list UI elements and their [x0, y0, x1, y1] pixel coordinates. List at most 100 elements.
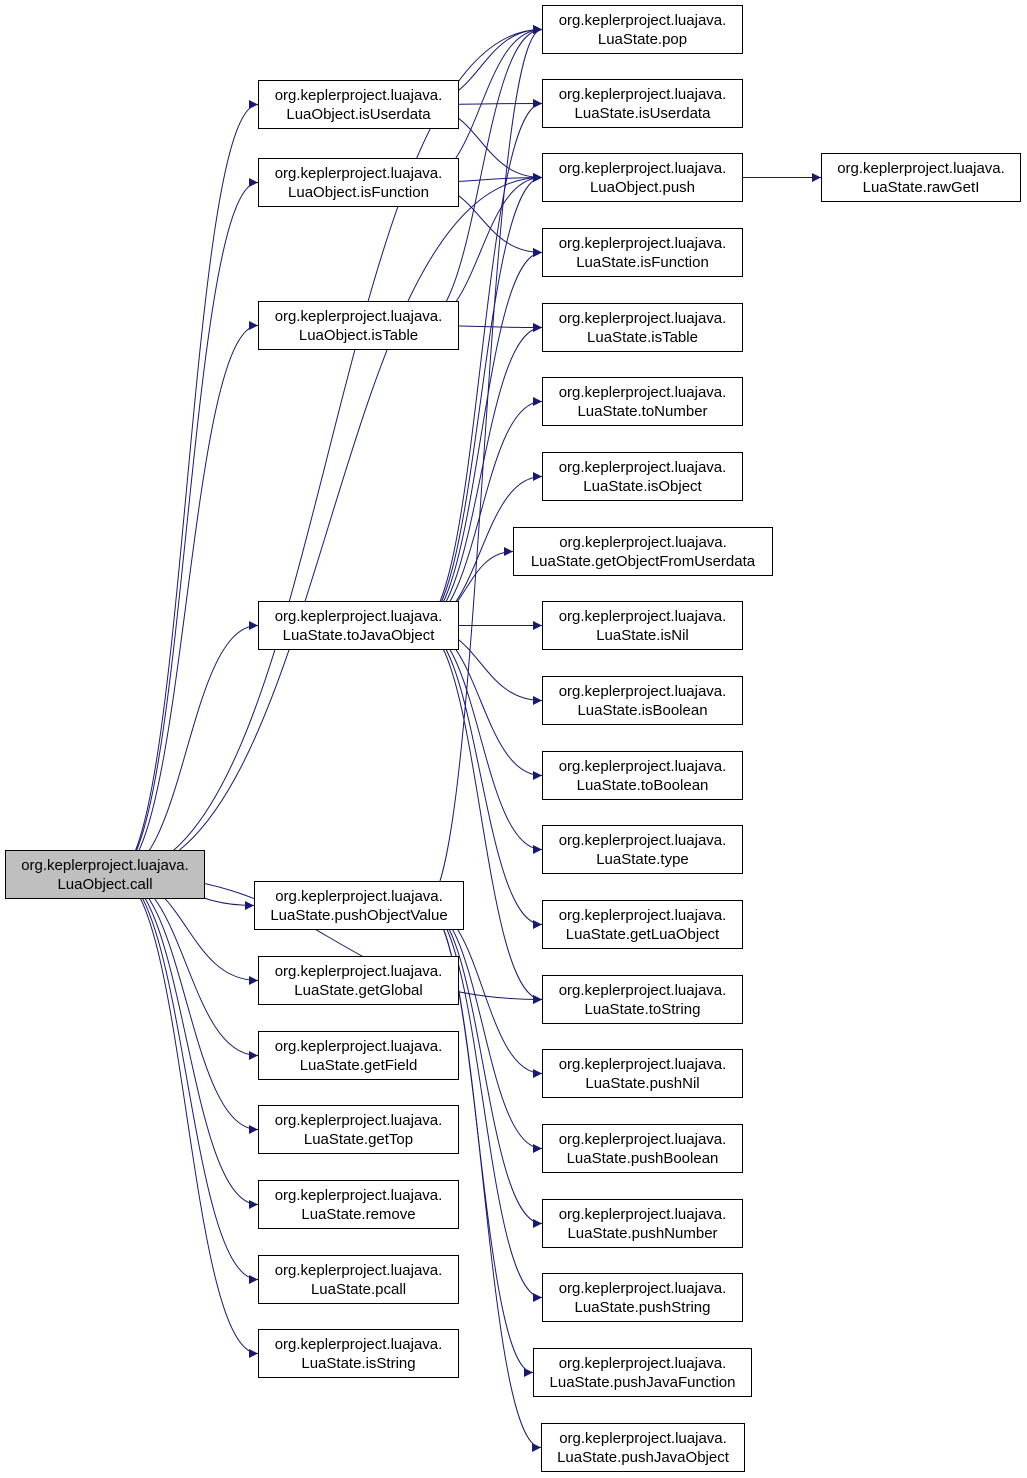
- edge-call-to-isString: [114, 874, 259, 1358]
- node-luastate-rawgeti[interactable]: org.keplerproject.luajava. LuaState.rawG…: [821, 153, 1021, 202]
- edge-call-to-pcall: [114, 874, 259, 1284]
- node-label-method: LuaState.remove: [301, 1205, 416, 1223]
- node-luastate-pushstring[interactable]: org.keplerproject.luajava. LuaState.push…: [542, 1273, 743, 1322]
- node-luastate-pcall[interactable]: org.keplerproject.luajava. LuaState.pcal…: [258, 1255, 459, 1304]
- node-label-package: org.keplerproject.luajava.: [558, 458, 727, 476]
- node-luastate-getluaobject[interactable]: org.keplerproject.luajava. LuaState.getL…: [542, 900, 743, 949]
- node-call[interactable]: org.keplerproject.luajava. LuaObject.cal…: [5, 850, 205, 899]
- node-luastate-getobjectfromuserdata[interactable]: org.keplerproject.luajava. LuaState.getO…: [513, 527, 773, 576]
- node-label-method: LuaState.getTop: [303, 1130, 414, 1148]
- node-label-package: org.keplerproject.luajava.: [558, 11, 727, 29]
- node-label-method: LuaState.isString: [301, 1354, 416, 1372]
- node-luastate-pop[interactable]: org.keplerproject.luajava. LuaState.pop: [542, 5, 743, 54]
- node-luastate-gettop[interactable]: org.keplerproject.luajava. LuaState.getT…: [258, 1105, 459, 1154]
- node-label-method: LuaState.type: [596, 850, 689, 868]
- node-label-method: LuaObject.isFunction: [288, 183, 429, 201]
- node-label-method: LuaObject.push: [589, 178, 696, 196]
- edge-call-to-getTop: [114, 874, 259, 1134]
- node-label-package: org.keplerproject.luajava.: [275, 887, 443, 905]
- node-label-method: LuaState.isObject: [583, 477, 702, 495]
- node-luastate-getfield[interactable]: org.keplerproject.luajava. LuaState.getF…: [258, 1031, 459, 1080]
- node-label-method: LuaState.isFunction: [576, 253, 709, 271]
- node-label-method: LuaState.pushBoolean: [566, 1149, 719, 1167]
- node-luastate-pushobjectvalue[interactable]: org.keplerproject.luajava. LuaState.push…: [254, 881, 464, 930]
- node-luastate-toboolean[interactable]: org.keplerproject.luajava. LuaState.toBo…: [542, 751, 743, 800]
- node-luaobject-isuserdata[interactable]: org.keplerproject.luajava. LuaObject.isU…: [258, 80, 459, 129]
- node-label-package: org.keplerproject.luajava.: [558, 831, 727, 849]
- node-label-method: LuaObject.call: [57, 875, 153, 893]
- node-label-method: LuaState.getObjectFromUserdata: [530, 552, 756, 570]
- node-label-method: LuaObject.isTable: [298, 326, 419, 344]
- node-label-method: LuaState.toString: [584, 1000, 701, 1018]
- node-label-package: org.keplerproject.luajava.: [558, 1205, 727, 1223]
- node-luastate-tostring[interactable]: org.keplerproject.luajava. LuaState.toSt…: [542, 975, 743, 1024]
- node-luastate-isboolean[interactable]: org.keplerproject.luajava. LuaState.isBo…: [542, 676, 743, 725]
- node-label-method: LuaState.rawGetI: [862, 178, 980, 196]
- node-luastate-istable[interactable]: org.keplerproject.luajava. LuaState.isTa…: [542, 303, 743, 352]
- node-label-method: LuaState.isNil: [596, 626, 689, 644]
- node-luastate-pushjavaobject[interactable]: org.keplerproject.luajava. LuaState.push…: [541, 1423, 745, 1472]
- node-luastate-isobject[interactable]: org.keplerproject.luajava. LuaState.isOb…: [542, 452, 743, 501]
- node-label-package: org.keplerproject.luajava.: [837, 159, 1005, 177]
- edge-toJavaObject-to-toNumber: [418, 397, 543, 626]
- node-label-package: org.keplerproject.luajava.: [558, 757, 727, 775]
- node-label-package: org.keplerproject.luajava.: [558, 1130, 727, 1148]
- node-label-method: LuaState.getField: [299, 1056, 418, 1074]
- edge-pushObjectValue-to-pop: [423, 25, 543, 906]
- node-label-package: org.keplerproject.luajava.: [274, 607, 443, 625]
- node-label-package: org.keplerproject.luajava.: [274, 1037, 443, 1055]
- node-label-package: org.keplerproject.luajava.: [274, 307, 443, 325]
- node-luastate-isfunction[interactable]: org.keplerproject.luajava. LuaState.isFu…: [542, 228, 743, 277]
- edge-pushObjectValue-to-pushJavaObject: [423, 905, 542, 1452]
- edge-call-to-getField: [114, 874, 259, 1060]
- node-label-package: org.keplerproject.luajava.: [274, 1111, 443, 1129]
- node-label-package: org.keplerproject.luajava.: [558, 1055, 727, 1073]
- node-label-package: org.keplerproject.luajava.: [274, 962, 443, 980]
- node-label-package: org.keplerproject.luajava.: [274, 1335, 443, 1353]
- node-label-package: org.keplerproject.luajava.: [558, 85, 727, 103]
- node-luastate-tojavaobject[interactable]: org.keplerproject.luajava. LuaState.toJa…: [258, 601, 459, 650]
- edge-toJavaObject-to-isUserdata_st: [418, 99, 543, 626]
- node-label-method: LuaState.pushNil: [585, 1074, 700, 1092]
- edge-toJavaObject-to-isTable_st: [418, 323, 543, 626]
- node-label-method: LuaState.getGlobal: [294, 981, 423, 999]
- node-label-package: org.keplerproject.luajava.: [274, 1261, 443, 1279]
- edge-call-to-isUserdata_obj: [114, 100, 259, 875]
- edge-call-to-pop: [114, 25, 543, 875]
- node-luastate-pushboolean[interactable]: org.keplerproject.luajava. LuaState.push…: [542, 1124, 743, 1173]
- node-label-method: LuaState.pushJavaFunction: [549, 1373, 736, 1391]
- node-luaobject-push[interactable]: org.keplerproject.luajava. LuaObject.pus…: [542, 153, 743, 202]
- node-label-package: org.keplerproject.luajava.: [558, 682, 727, 700]
- node-luastate-isstring[interactable]: org.keplerproject.luajava. LuaState.isSt…: [258, 1329, 459, 1378]
- node-label-package: org.keplerproject.luajava.: [558, 1354, 727, 1372]
- edge-call-to-isFunction_obj: [114, 178, 259, 875]
- node-label-method: LuaState.toJavaObject: [282, 626, 435, 644]
- node-label-method: LuaState.pushNumber: [567, 1224, 718, 1242]
- node-label-package: org.keplerproject.luajava.: [559, 533, 727, 551]
- node-luastate-pushjavafunction[interactable]: org.keplerproject.luajava. LuaState.push…: [533, 1348, 752, 1397]
- node-luastate-getglobal[interactable]: org.keplerproject.luajava. LuaState.getG…: [258, 956, 459, 1005]
- node-luastate-pushnumber[interactable]: org.keplerproject.luajava. LuaState.push…: [542, 1199, 743, 1248]
- node-luastate-isnil[interactable]: org.keplerproject.luajava. LuaState.isNi…: [542, 601, 743, 650]
- node-label-method: LuaState.pcall: [310, 1280, 407, 1298]
- edge-call-to-push_obj: [114, 173, 543, 875]
- node-label-method: LuaState.isUserdata: [574, 104, 711, 122]
- node-luastate-pushnil[interactable]: org.keplerproject.luajava. LuaState.push…: [542, 1049, 743, 1098]
- node-label-method: LuaState.pop: [597, 30, 688, 48]
- node-label-package: org.keplerproject.luajava.: [558, 383, 727, 401]
- node-label-package: org.keplerproject.luajava.: [558, 309, 727, 327]
- node-luaobject-istable[interactable]: org.keplerproject.luajava. LuaObject.isT…: [258, 301, 459, 350]
- node-label-package: org.keplerproject.luajava.: [558, 234, 727, 252]
- edge-call-to-isTable_obj: [114, 321, 259, 875]
- node-luaobject-isfunction[interactable]: org.keplerproject.luajava. LuaObject.isF…: [258, 158, 459, 207]
- node-label-package: org.keplerproject.luajava.: [274, 1186, 443, 1204]
- edge-toJavaObject-to-toString: [418, 625, 543, 1004]
- node-luastate-tonumber[interactable]: org.keplerproject.luajava. LuaState.toNu…: [542, 377, 743, 426]
- edge-toJavaObject-to-type: [418, 625, 543, 854]
- node-label-package: org.keplerproject.luajava.: [558, 981, 727, 999]
- node-luastate-remove[interactable]: org.keplerproject.luajava. LuaState.remo…: [258, 1180, 459, 1229]
- node-luastate-isuserdata[interactable]: org.keplerproject.luajava. LuaState.isUs…: [542, 79, 743, 128]
- node-luastate-type[interactable]: org.keplerproject.luajava. LuaState.type: [542, 825, 743, 874]
- node-label-package: org.keplerproject.luajava.: [559, 1429, 727, 1447]
